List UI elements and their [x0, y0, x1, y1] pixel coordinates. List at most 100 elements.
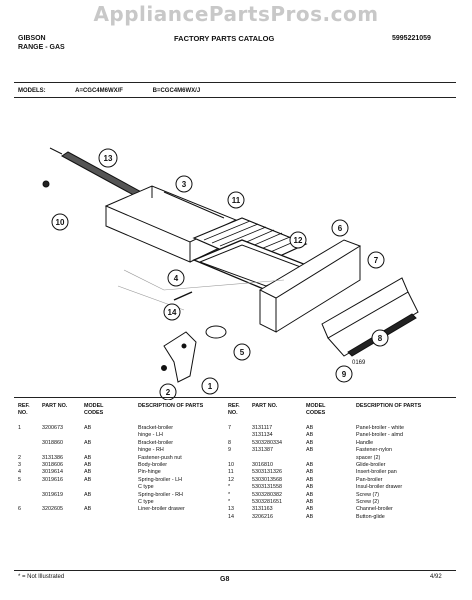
ref-cell: 5: [18, 476, 21, 483]
description-cell: C type: [138, 484, 154, 491]
description-cell: hinge - RH: [138, 447, 164, 454]
description-cell: Fastener-push nut: [138, 454, 182, 461]
part-number-cell: 3131134: [252, 432, 273, 439]
ref-cell: 11: [228, 469, 234, 476]
model-code-cell: AB: [84, 506, 92, 513]
model-code-cell: AB: [306, 425, 314, 431]
description-cell: Channel-broiler: [356, 506, 393, 513]
col-desc: DESCRIPTION OF PARTS: [356, 403, 422, 409]
callout-5: 5: [240, 348, 245, 357]
model-code-cell: AB: [84, 454, 92, 461]
description-cell: spacer (2): [356, 454, 381, 461]
not-illustrated-note: * = Not Illustrated: [18, 574, 65, 580]
glide-part: [42, 180, 50, 188]
col-ref: REF. NO.: [18, 403, 30, 416]
hinge-bracket: [163, 331, 197, 383]
header-divider: [14, 82, 456, 83]
model-a: A=CGC4M6WX/F: [75, 88, 123, 94]
callout-1: 1: [208, 382, 213, 391]
section-code: G8: [220, 576, 230, 583]
ref-cell: 9: [228, 447, 231, 454]
description-cell: Panel-broiler - almd: [356, 432, 404, 439]
table-row: spacer (2): [228, 455, 454, 462]
part-number-cell: 3131386: [42, 454, 63, 461]
description-cell: Glide-broiler: [356, 461, 386, 468]
callout-7: 7: [374, 256, 379, 265]
revision-date: 4/92: [430, 574, 442, 580]
description-cell: Insert-broiler pan: [356, 469, 397, 476]
ref-cell: 2: [18, 454, 21, 461]
table-row: C type: [18, 499, 230, 506]
part-number-cell: 5303280334: [252, 439, 282, 446]
part-number-cell: 3018860: [42, 439, 63, 446]
callout-14: 14: [168, 308, 177, 317]
model-code-cell: AB: [306, 461, 314, 468]
ref-cell: 12: [228, 476, 234, 483]
part-number-cell: 3018606: [42, 461, 63, 468]
description-cell: Screw (2): [356, 498, 380, 505]
exploded-parts-diagram: 13 3 10 11 12 6 7 4 14 5 8 2 1 9: [42, 147, 419, 400]
callout-3: 3: [182, 180, 187, 189]
brand-name: GIBSON: [18, 35, 46, 42]
model-b: B=CGC4M6WX/J: [152, 88, 201, 94]
callout-2: 2: [166, 388, 171, 397]
callout-8: 8: [378, 334, 383, 343]
description-cell: Liner-broiler drawer: [138, 506, 185, 513]
product-name: RANGE - GAS: [18, 44, 65, 51]
table-row: 2 3131386 AB Fastener-push nut: [18, 455, 230, 462]
ref-cell: 14: [228, 513, 234, 520]
table-header-right: REF. NO. PART NO. MODEL CODES DESCRIPTIO…: [228, 403, 454, 423]
callout-6: 6: [338, 224, 343, 233]
model-code-cell: AB: [84, 425, 92, 431]
description-cell: Pan-broiler: [356, 476, 383, 483]
ref-cell: 4: [18, 469, 21, 476]
brand-block: GIBSON RANGE - GAS: [18, 34, 65, 52]
col-model: MODEL CODES: [306, 403, 326, 416]
description-cell: Handle: [356, 439, 374, 446]
callout-4: 4: [174, 274, 179, 283]
part-number-cell: 3131163: [252, 506, 273, 513]
document-number: 5995221059: [392, 35, 431, 42]
part-number-cell: 5303131558: [252, 484, 282, 491]
col-part: PART NO.: [252, 403, 278, 409]
part-number-cell: 3131387: [252, 447, 273, 454]
models-divider: [14, 97, 456, 98]
model-code-cell: AB: [306, 491, 314, 498]
model-code-cell: AB: [84, 469, 92, 476]
table-header-left: REF. NO. PART NO. MODEL CODES DESCRIPTIO…: [18, 403, 230, 423]
col-model: MODEL CODES: [84, 403, 104, 416]
part-number-cell: 3202605: [42, 506, 63, 513]
description-cell: Spring-broiler - RH: [138, 491, 183, 498]
part-number-cell: 5303280382: [252, 491, 282, 498]
description-cell: Pin-hinge: [138, 469, 161, 476]
ref-cell: 10: [228, 461, 234, 468]
description-cell: Button-glide: [356, 513, 385, 520]
ref-cell: 8: [228, 439, 231, 446]
part-number-cell: 3131117: [252, 425, 273, 431]
part-number-cell: 3019614: [42, 469, 63, 476]
table-row: hinge - LH: [18, 432, 230, 439]
broiler-spring: [205, 325, 227, 339]
ref-cell: 3: [18, 461, 21, 468]
table-row: 4 3019614 AB Pin-hinge: [18, 469, 230, 476]
ref-cell: *: [228, 484, 231, 491]
model-code-cell: AB: [306, 469, 314, 476]
models-label: MODELS:: [18, 88, 46, 94]
callout-10: 10: [56, 218, 65, 227]
